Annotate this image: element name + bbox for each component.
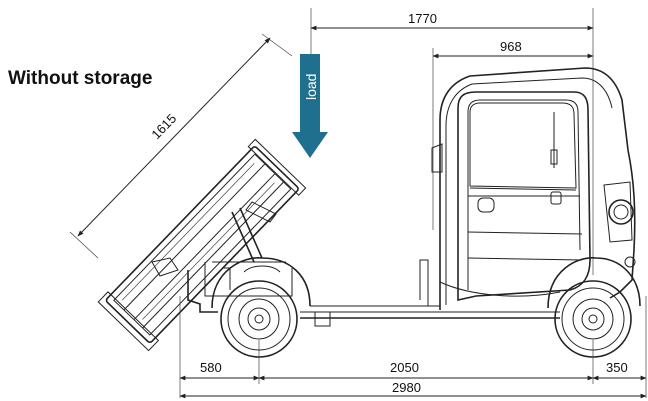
dimension-2050-label: 2050 [390,360,419,375]
vehicle-chassis [187,259,560,327]
top-dimension-968: 968 [432,39,594,230]
dimension-1615-label: 1615 [148,111,179,142]
front-wheel [547,257,641,358]
top-dimension-1770: 1770 [310,8,594,275]
bottom-dimension-2980: 2980 [179,380,647,399]
bottom-dimension-580: 580 [179,360,260,381]
dimension-2980-label: 2980 [392,380,421,395]
dimension-1770-label: 1770 [408,11,437,26]
diagram-title: Without storage [8,68,152,89]
load-label: load [303,74,319,100]
rear-wheel [211,257,311,358]
bottom-dimension-350: 350 [592,360,647,381]
dimension-350-label: 350 [606,360,628,375]
dimension-580-label: 580 [200,360,222,375]
load-arrow: load [292,54,328,158]
vehicle-cab [431,67,636,310]
dimension-968-label: 968 [500,39,522,54]
tilted-cargo-bed [97,138,307,352]
bottom-dimension-2050: 2050 [258,360,594,381]
